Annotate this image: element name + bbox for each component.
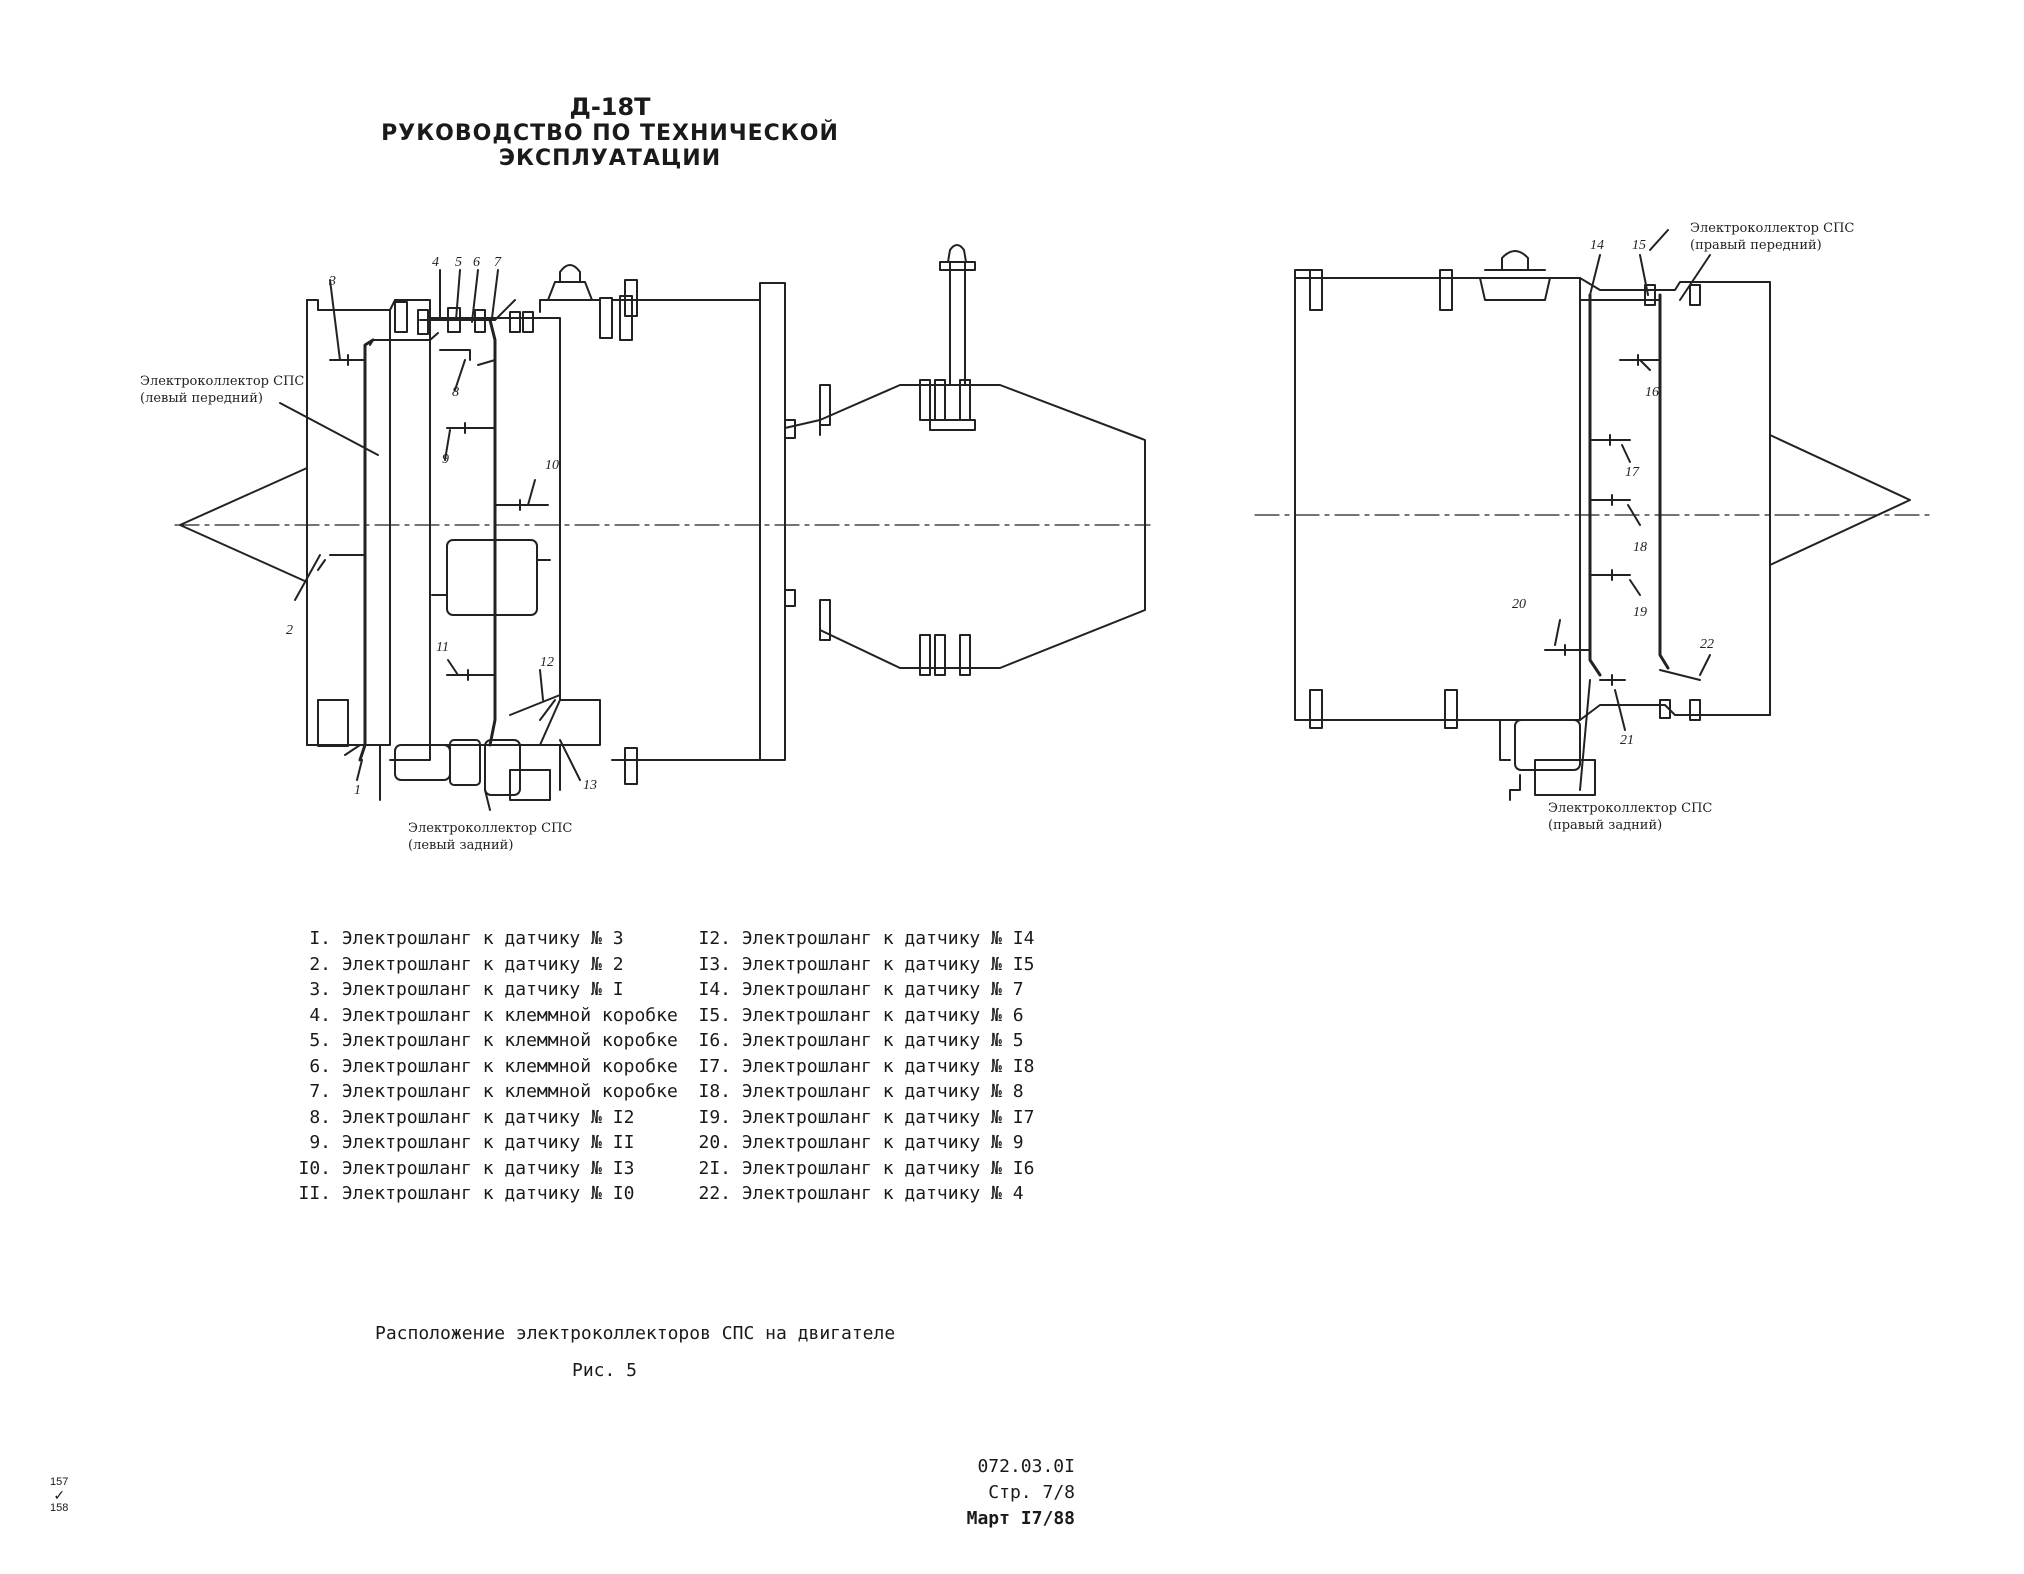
callout-right-front: Электроколлектор СПС (правый передний) bbox=[1690, 221, 1855, 253]
legend-item: I0. Электрошланг к датчику № I3 bbox=[298, 1157, 635, 1179]
pos-number: 20 bbox=[1512, 597, 1526, 612]
legend-list-right: I2. Электрошланг к датчику № I4 I3. Элек… bbox=[685, 926, 1034, 1207]
pos-number: 11 bbox=[436, 640, 449, 655]
legend-item: 22. Электрошланг к датчику № 4 bbox=[698, 1183, 1024, 1204]
legend-item: I3. Электрошланг к датчику № I5 bbox=[698, 953, 1035, 975]
left-engine-view bbox=[174, 244, 1151, 811]
legend-item: I2. Электрошланг к датчику № I4 bbox=[698, 928, 1035, 949]
right-engine-view bbox=[1254, 229, 1931, 801]
callout-right-rear: Электроколлектор СПС (правый задний) bbox=[1548, 801, 1713, 833]
callout-left-front: Электроколлектор СПС (левый передний) bbox=[140, 374, 305, 406]
legend-item: I5. Электрошланг к датчику № 6 bbox=[698, 1004, 1024, 1026]
revision-date: Март I7/88 bbox=[966, 1508, 1075, 1529]
pos-number: 13 bbox=[583, 778, 597, 793]
legend-item: I8. Электрошланг к датчику № 8 bbox=[698, 1081, 1024, 1102]
legend-item: 2. Электрошланг к датчику № 2 bbox=[309, 953, 624, 975]
callout-left-rear: Электроколлектор СПС (левый задний) bbox=[408, 821, 573, 853]
figure-number: Рис. 5 bbox=[572, 1360, 638, 1381]
legend-item: 5. Электрошланг к клеммной коробке bbox=[309, 1030, 678, 1051]
legend-item: 7. Электрошланг к клеммной коробке bbox=[309, 1081, 678, 1102]
doc-number: 072.03.0I bbox=[977, 1456, 1075, 1477]
legend-item: 8. Электрошланг к датчику № I2 bbox=[309, 1106, 635, 1128]
legend-list-left: I. Электрошланг к датчику № 3 2. Электро… bbox=[285, 926, 678, 1207]
pos-number: 3 bbox=[329, 274, 336, 289]
pos-number: 14 bbox=[1590, 238, 1604, 253]
figure-caption: Расположение электроколлекторов СПС на д… bbox=[375, 1323, 896, 1344]
legend-item: I4. Электрошланг к датчику № 7 bbox=[698, 979, 1024, 1000]
legend-item: I6. Электрошланг к датчику № 5 bbox=[698, 1030, 1024, 1051]
pos-number: 19 bbox=[1633, 605, 1647, 620]
legend-item: I7. Электрошланг к датчику № I8 bbox=[698, 1055, 1035, 1077]
legend-item: I. Электрошланг к датчику № 3 bbox=[309, 928, 624, 949]
pos-number: 12 bbox=[540, 655, 554, 670]
legend-item: 4. Электрошланг к клеммной коробке bbox=[309, 1004, 678, 1026]
pos-number: 21 bbox=[1620, 733, 1634, 748]
legend-item: 9. Электрошланг к датчику № II bbox=[309, 1132, 635, 1153]
legend-item: 3. Электрошланг к датчику № I bbox=[309, 979, 624, 1000]
legend-item: 6. Электрошланг к клеммной коробке bbox=[309, 1055, 678, 1077]
page-footer: 072.03.0I Стр. 7/8 Март I7/88 bbox=[905, 1454, 1075, 1532]
pos-number: 2 bbox=[286, 623, 293, 638]
pos-number: 16 bbox=[1645, 385, 1659, 400]
legend-item: 2I. Электрошланг к датчику № I6 bbox=[698, 1157, 1035, 1179]
engine-model-title: Д-18Т bbox=[569, 93, 651, 121]
legend-item: II. Электрошланг к датчику № I0 bbox=[298, 1183, 635, 1204]
pos-number: 17 bbox=[1625, 465, 1639, 480]
pos-number: 4 bbox=[432, 255, 439, 270]
pos-number: 18 bbox=[1633, 540, 1647, 555]
page-number: Стр. 7/8 bbox=[988, 1482, 1075, 1503]
pos-number: 5 bbox=[455, 255, 462, 270]
pos-number: 8 bbox=[452, 385, 459, 400]
manual-title: РУКОВОДСТВО ПО ТЕХНИЧЕСКОЙ ЭКСПЛУАТАЦИИ bbox=[381, 121, 839, 171]
pos-number: 15 bbox=[1632, 238, 1646, 253]
pos-number: 10 bbox=[545, 458, 559, 473]
pos-number: 9 bbox=[442, 452, 449, 467]
pos-number: 6 bbox=[473, 255, 480, 270]
legend-item: 20. Электрошланг к датчику № 9 bbox=[698, 1132, 1024, 1153]
pos-number: 1 bbox=[354, 783, 361, 798]
pos-number: 22 bbox=[1700, 637, 1714, 652]
pos-number: 7 bbox=[494, 255, 501, 270]
legend-item: I9. Электрошланг к датчику № I7 bbox=[698, 1106, 1035, 1128]
margin-page-note: 157 ✓ 158 bbox=[50, 1476, 69, 1514]
